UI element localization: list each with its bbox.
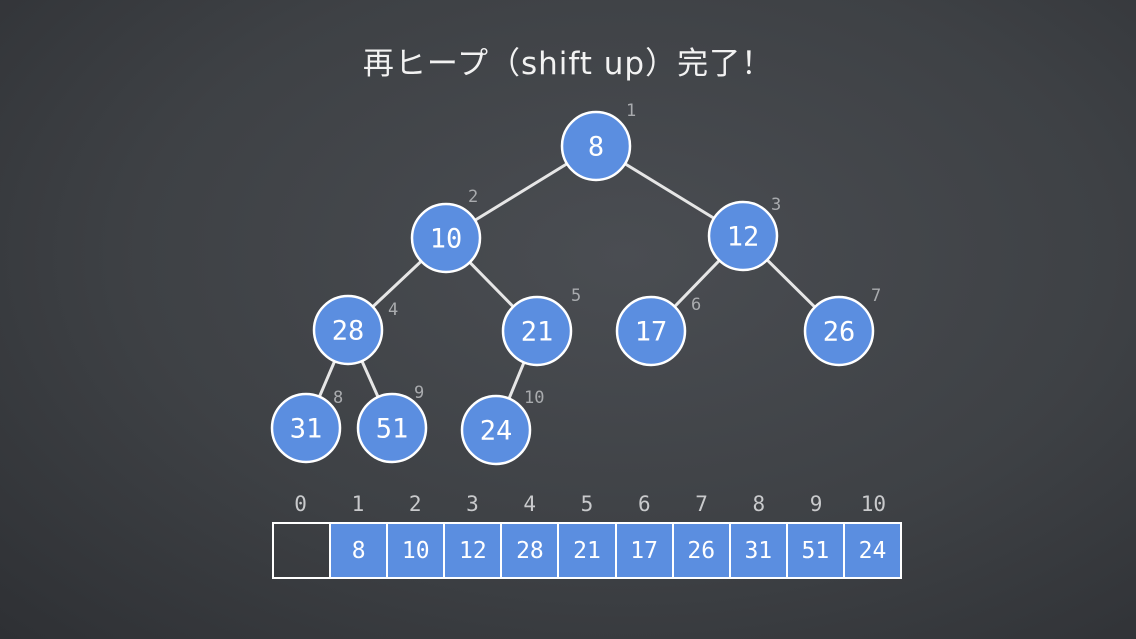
node-index: 10 xyxy=(524,388,544,408)
node-circle xyxy=(312,294,384,366)
node-circle xyxy=(803,295,875,367)
array-index-9: 9 xyxy=(809,492,823,516)
node-index: 3 xyxy=(771,195,781,215)
array-index-row: 0 1 2 3 4 5 6 7 8 9 10 xyxy=(272,492,902,518)
tree-node-9: 519 xyxy=(356,383,428,464)
array-cell: 26 xyxy=(671,524,729,577)
tree-edge-4-8 xyxy=(317,359,337,399)
tree-edge-2-5 xyxy=(468,260,515,309)
slide-title: 再ヒープ（shift up）完了！ xyxy=(362,46,774,82)
tree-edge-2-4 xyxy=(371,259,423,309)
tree-node-3: 12 3 xyxy=(707,195,781,272)
array-cell: 17 xyxy=(614,524,672,577)
tree-node-5: 21 5 xyxy=(501,286,581,367)
node-value: 12 xyxy=(727,222,760,253)
node-value: 17 xyxy=(635,317,668,348)
tree-node-7: 26 7 xyxy=(803,286,881,367)
array-cell: 8 xyxy=(329,524,387,577)
array-cell: 21 xyxy=(557,524,615,577)
tree-edge-3-7 xyxy=(765,258,817,309)
array-index-8: 8 xyxy=(752,492,766,516)
node-circle xyxy=(410,202,482,274)
tree-edge-5-10 xyxy=(507,360,526,401)
array-index-2: 2 xyxy=(408,492,422,516)
node-index: 5 xyxy=(571,286,581,306)
array-cell: 12 xyxy=(443,524,501,577)
array-cell: 28 xyxy=(500,524,558,577)
array-cell: 24 xyxy=(842,524,901,577)
tree-edge-1-3 xyxy=(623,162,716,220)
array-index-6: 6 xyxy=(637,492,651,516)
array-index-4: 4 xyxy=(523,492,537,516)
node-circle xyxy=(356,392,428,464)
node-circle xyxy=(460,394,532,466)
node-value: 8 xyxy=(588,132,604,163)
array-cell: 51 xyxy=(785,524,843,577)
array-index-1: 1 xyxy=(351,492,365,516)
node-index: 2 xyxy=(468,187,478,207)
tree-node-8: 31 8 xyxy=(270,388,343,464)
node-circle xyxy=(560,110,632,182)
tree-edge-1-2 xyxy=(473,162,569,222)
array-index-7: 7 xyxy=(695,492,708,516)
node-index: 4 xyxy=(388,300,398,320)
tree-node-6: 17 6 xyxy=(615,295,701,367)
array-cell-empty xyxy=(274,524,329,577)
tree-edge-4-9 xyxy=(360,359,380,399)
tree-node-2: 102 xyxy=(410,187,482,274)
tree-edges xyxy=(317,162,817,401)
node-index: 6 xyxy=(691,295,701,315)
array-index-10: 10 xyxy=(860,492,886,516)
array-index-5: 5 xyxy=(580,492,594,516)
array-cell: 31 xyxy=(728,524,786,577)
node-value: 24 xyxy=(480,416,513,447)
node-value: 21 xyxy=(521,317,554,348)
node-circle xyxy=(270,392,342,464)
node-value: 10 xyxy=(430,224,463,255)
array-cell: 10 xyxy=(386,524,444,577)
node-circle xyxy=(615,295,687,367)
array-index-0: 0 xyxy=(294,492,307,516)
node-index: 7 xyxy=(871,286,881,306)
tree-node-10: 24 10 xyxy=(460,388,544,466)
node-index: 1 xyxy=(626,101,636,121)
array-index-3: 3 xyxy=(466,492,479,516)
node-index: 9 xyxy=(414,383,424,403)
node-circle xyxy=(501,295,573,367)
tree-node-1: 81 xyxy=(560,101,636,182)
node-value: 28 xyxy=(332,316,365,347)
node-index: 8 xyxy=(333,388,343,408)
tree-node-4: 28 4 xyxy=(312,294,398,366)
node-value: 31 xyxy=(290,414,323,445)
node-value: 51 xyxy=(376,414,409,445)
node-value: 26 xyxy=(823,317,856,348)
tree-edge-3-6 xyxy=(673,258,721,309)
node-circle xyxy=(707,200,779,272)
